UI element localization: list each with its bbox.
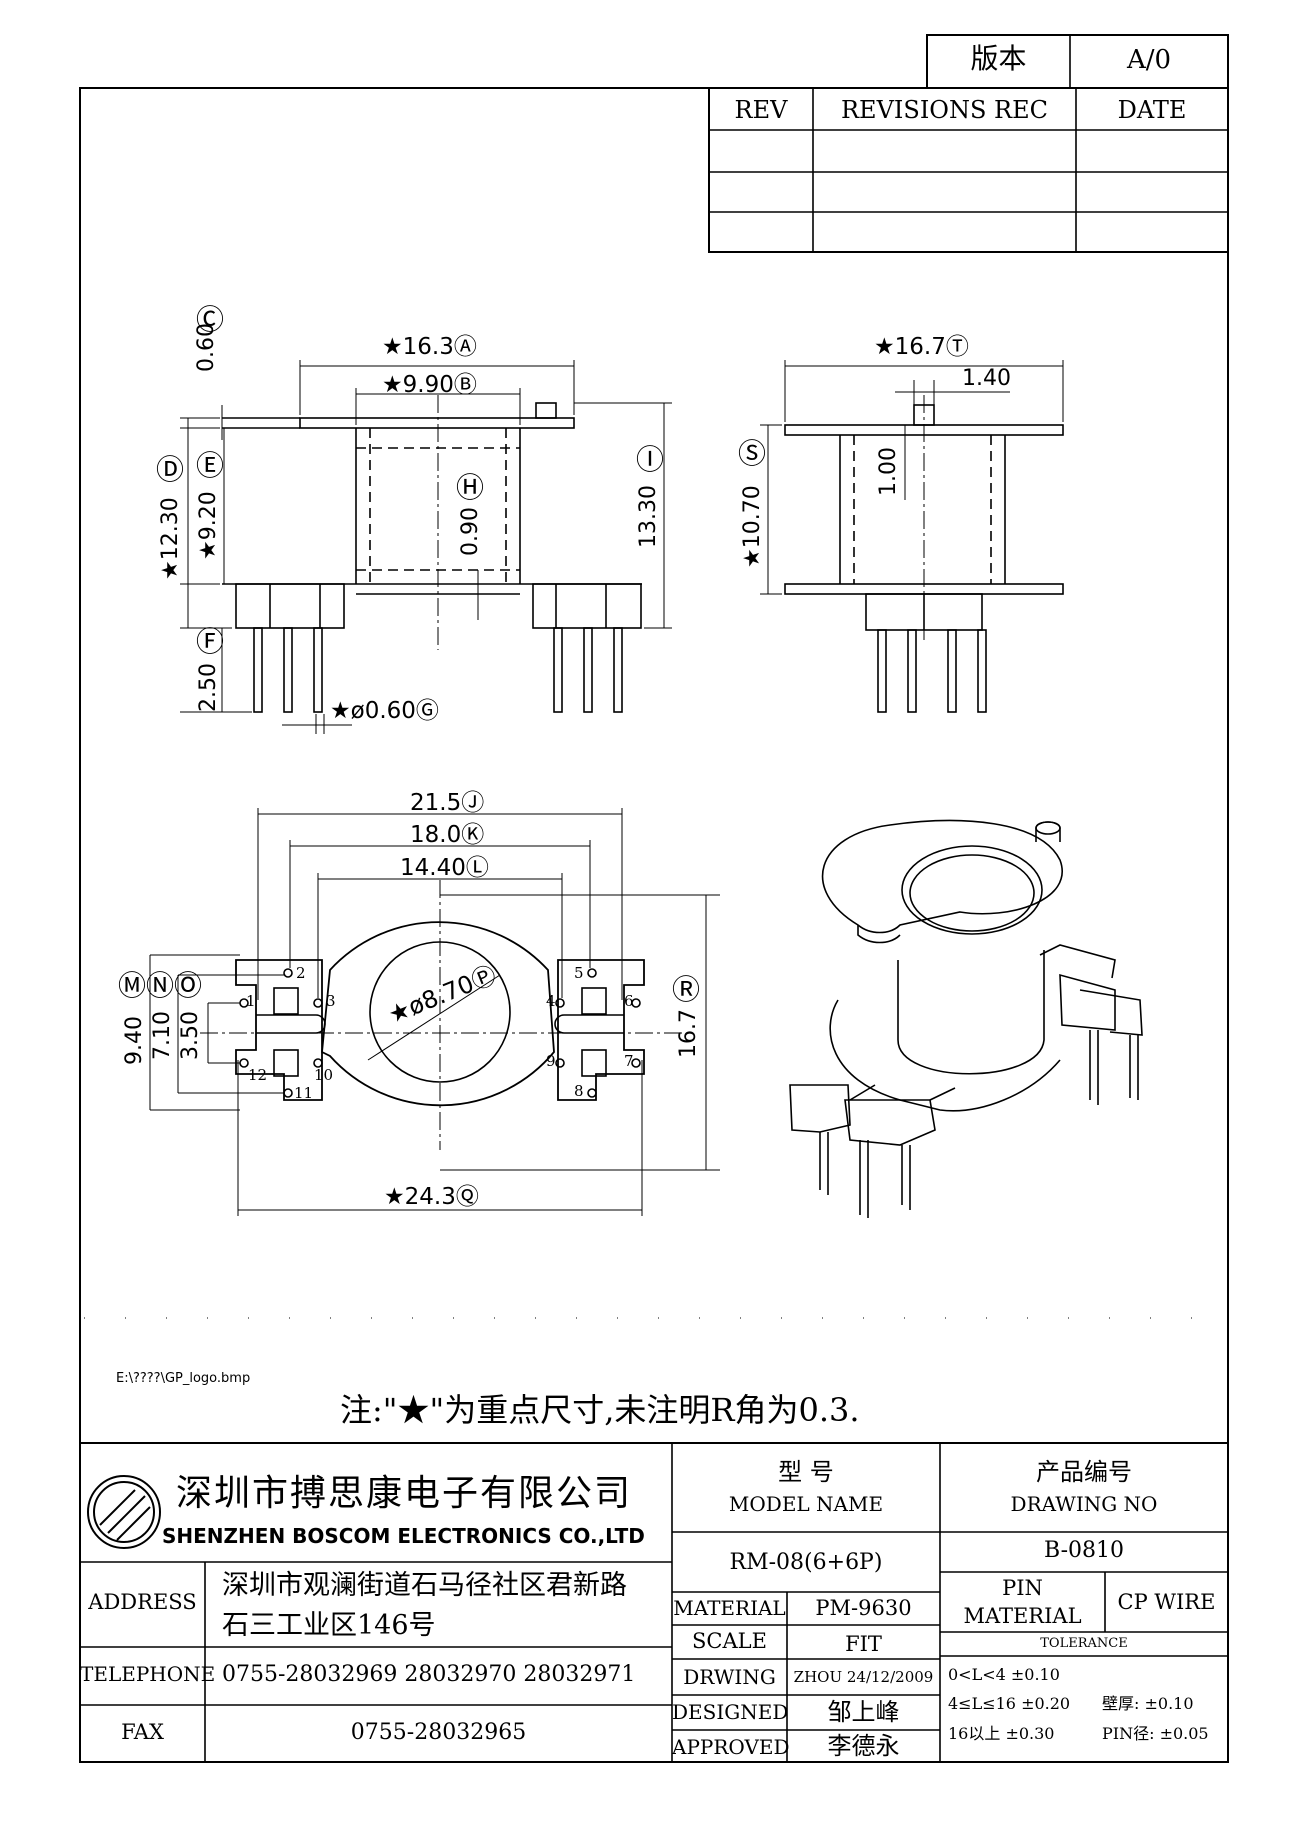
model-label-en: MODEL NAME [728,1492,884,1516]
pin-label-3: 3 [326,992,336,1010]
drawing-no-label-cn: 产品编号 [1036,1458,1132,1486]
dim-q: ★24.3Ⓠ [384,1184,479,1210]
revisions-rec-header: REVISIONS REC [840,96,1049,124]
pin-label-5: 5 [574,964,584,982]
address-label: ADDRESS [88,1590,197,1614]
pin-label-7: 7 [624,1052,634,1070]
side-view [760,360,1064,713]
dim-1-00: 1.00 [876,447,901,496]
bottom-view [149,808,720,1216]
isometric-view [789,819,1143,1218]
title-block-grid [80,1442,1228,1762]
revision-table [708,87,1229,253]
dim-i-value: 13.30 [636,485,661,548]
drawing-value: ZHOU 24/12/2009 [793,1668,934,1686]
dim-j: 21.5Ⓙ [410,790,485,816]
dim-i-marker: Ⓘ [636,443,665,476]
pin-material-label-2: MATERIAL [963,1604,1082,1628]
address-line-1: 深圳市观澜街道石马径社区君新路 [222,1570,627,1601]
dim-f-marker: Ⓕ [196,625,225,658]
tolerance-label: TOLERANCE [1040,1636,1128,1651]
approved-label: APPROVED [672,1735,790,1759]
dim-g: ★ø0.60Ⓖ [330,698,439,724]
pin-label-4: 4 [546,992,556,1010]
dim-d-marker: Ⓓ [156,453,185,486]
company-name-en: SHENZHEN BOSCOM ELECTRONICS CO.,LTD [162,1524,645,1548]
fax-value: 0755-28032965 [350,1720,527,1745]
dim-h-value: 0.90 [458,507,483,556]
date-header: DATE [1117,96,1187,124]
front-view [180,360,672,734]
dim-e-marker: Ⓔ [196,449,225,482]
wall-tolerance: 壁厚: ±0.10 [1102,1694,1194,1713]
tolerance-row-2: 4≤L≤16 ±0.20 [948,1694,1071,1713]
dim-mno-markers: ⓂⓃⓄ [118,969,203,1002]
dim-a: ★16.3Ⓐ [382,334,477,360]
approved-value: 李德永 [827,1732,900,1760]
rev-header: REV [734,96,788,124]
scale-label: SCALE [692,1629,767,1653]
version-label: 版本 [970,42,1027,75]
pin-material-value: CP WIRE [1117,1590,1216,1614]
dim-h-marker: Ⓗ [456,471,485,504]
dim-n-value: 7.10 [150,1011,175,1060]
pin-label-6: 6 [624,992,634,1010]
pin-material-label-1: PIN [1002,1576,1043,1600]
pin-label-2: 2 [296,964,306,982]
pin-dia-tolerance: PIN径: ±0.05 [1102,1724,1209,1743]
dim-e-value: ★9.20 [196,491,221,560]
pin-label-11: 11 [294,1084,314,1102]
dim-c-marker: Ⓒ [196,303,225,336]
company-logo [87,1475,161,1549]
logo-path-text: E:\????\GP_logo.bmp [116,1371,251,1386]
material-value: PM-9630 [815,1596,912,1620]
dim-o-value: 3.50 [178,1011,203,1060]
material-label: MATERIAL [673,1596,786,1620]
telephone-value: 0755-28032969 28032970 28032971 [222,1662,636,1687]
address-line-2: 石三工业区146号 [222,1610,436,1641]
sheet-border [79,87,1229,1763]
dim-r-marker: Ⓡ [672,973,701,1006]
telephone-label: TELEPHONE [80,1662,216,1686]
dim-c-value: 0.60 [194,323,219,372]
dim-f-value: 2.50 [196,663,221,712]
tolerance-row-3: 16以上 ±0.30 [948,1724,1055,1743]
pin-label-9: 9 [546,1052,556,1070]
fax-label: FAX [121,1720,164,1744]
scale-value: FIT [845,1632,882,1656]
design-note: 注:"★"为重点尺寸,未注明R角为0.3. [340,1391,860,1429]
dim-s-value: ★10.70 [740,485,765,568]
dim-l: 14.40Ⓛ [400,855,489,881]
designed-value: 邹上峰 [827,1698,900,1726]
model-value: RM-08(6+6P) [729,1550,883,1575]
pin-label-8: 8 [574,1082,584,1100]
drawing-no-label-en: DRAWING NO [1010,1492,1158,1516]
pin-label-10: 10 [314,1066,334,1084]
company-name-cn: 深圳市搏思康电子有限公司 [176,1473,633,1514]
dim-d-value: ★12.30 [158,497,183,580]
drawing-no-value: B-0810 [1044,1538,1124,1563]
dim-t: ★16.7Ⓣ [874,334,969,360]
dim-k: 18.0Ⓚ [410,822,485,848]
drawing-label: DRWING [683,1665,776,1689]
model-label-cn: 型 号 [778,1458,834,1486]
pin-label-1: 1 [246,992,256,1010]
dim-m-value: 9.40 [122,1016,147,1065]
dim-b: ★9.90Ⓑ [382,372,477,398]
dim-r-value: 16.7 [676,1009,701,1058]
designed-label: DESIGNED [672,1700,789,1724]
tolerance-row-1: 0<L<4 ±0.10 [948,1665,1060,1684]
dim-s-marker: Ⓢ [738,437,767,470]
dim-1-40: 1.40 [962,366,1011,391]
version-value: A/0 [1126,45,1172,75]
pin-label-12: 12 [248,1066,268,1084]
